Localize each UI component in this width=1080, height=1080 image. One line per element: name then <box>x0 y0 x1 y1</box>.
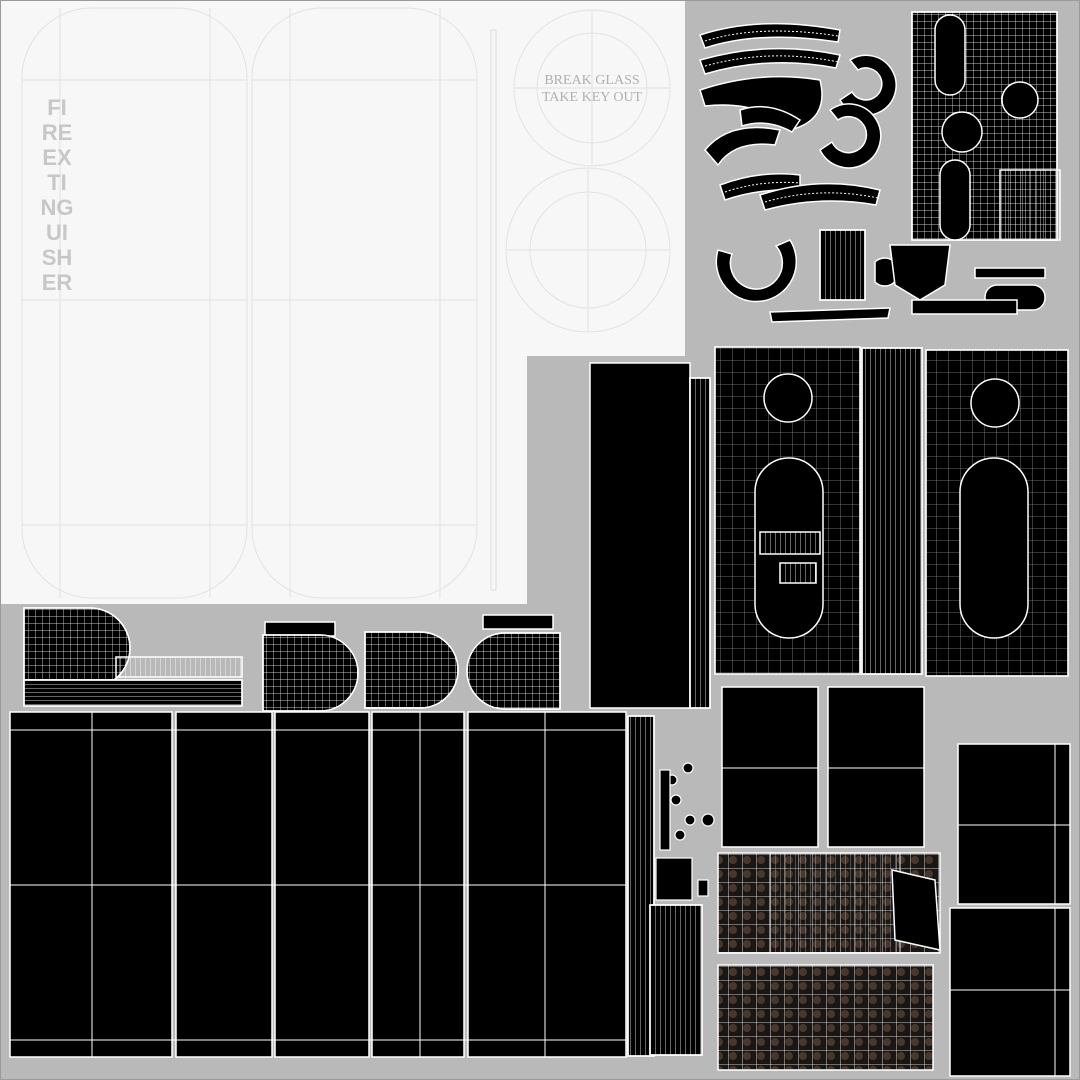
strip-pieces <box>589 347 923 709</box>
label-wireframe <box>21 7 671 599</box>
hose-wire <box>704 30 879 203</box>
break-glass-label: BREAK GLASS TAKE KEY OUT <box>522 72 662 106</box>
tiny-bits <box>655 762 715 901</box>
fire-extinguisher-label: FIRE EXTINGUISHER <box>40 95 74 295</box>
take-key-line: TAKE KEY OUT <box>541 90 643 105</box>
back-plate-left <box>714 346 861 675</box>
small-parts <box>715 229 1046 323</box>
back-plate-right <box>925 349 1069 677</box>
hose-pieces <box>699 22 897 211</box>
window-panels <box>721 686 1071 1077</box>
window-wire <box>722 744 1070 1076</box>
base-pieces <box>717 852 941 1071</box>
body-panel-wire <box>10 712 626 1057</box>
cap-pieces <box>23 607 561 712</box>
break-glass-line: BREAK GLASS <box>544 73 640 88</box>
label-strip <box>490 29 497 591</box>
valve-pieces <box>911 11 1061 241</box>
label-region <box>0 0 685 604</box>
